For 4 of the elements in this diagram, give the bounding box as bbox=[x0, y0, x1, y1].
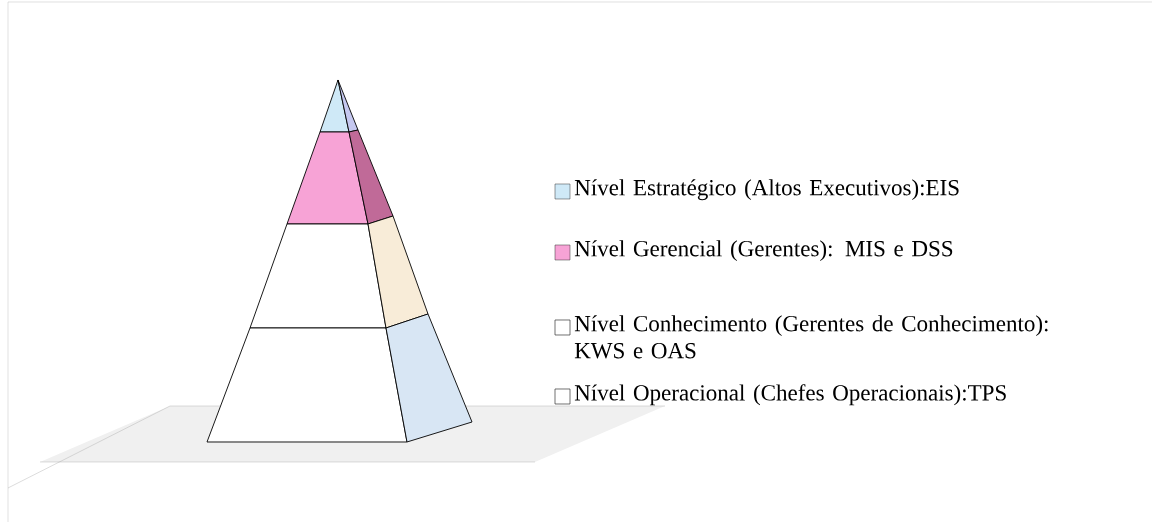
legend-text: Nível Conhecimento (Gerentes de Conhecimento): KWS e OAS bbox=[574, 315, 1048, 359]
legend-text: Nível Gerencial (Gerentes): MIS e DSS bbox=[574, 240, 953, 262]
legend-text: Nível Estratégico (Altos Executivos):EIS bbox=[574, 179, 959, 201]
legend-text: Nível Operacional (Chefes Operacionais):TPS bbox=[574, 384, 1006, 406]
